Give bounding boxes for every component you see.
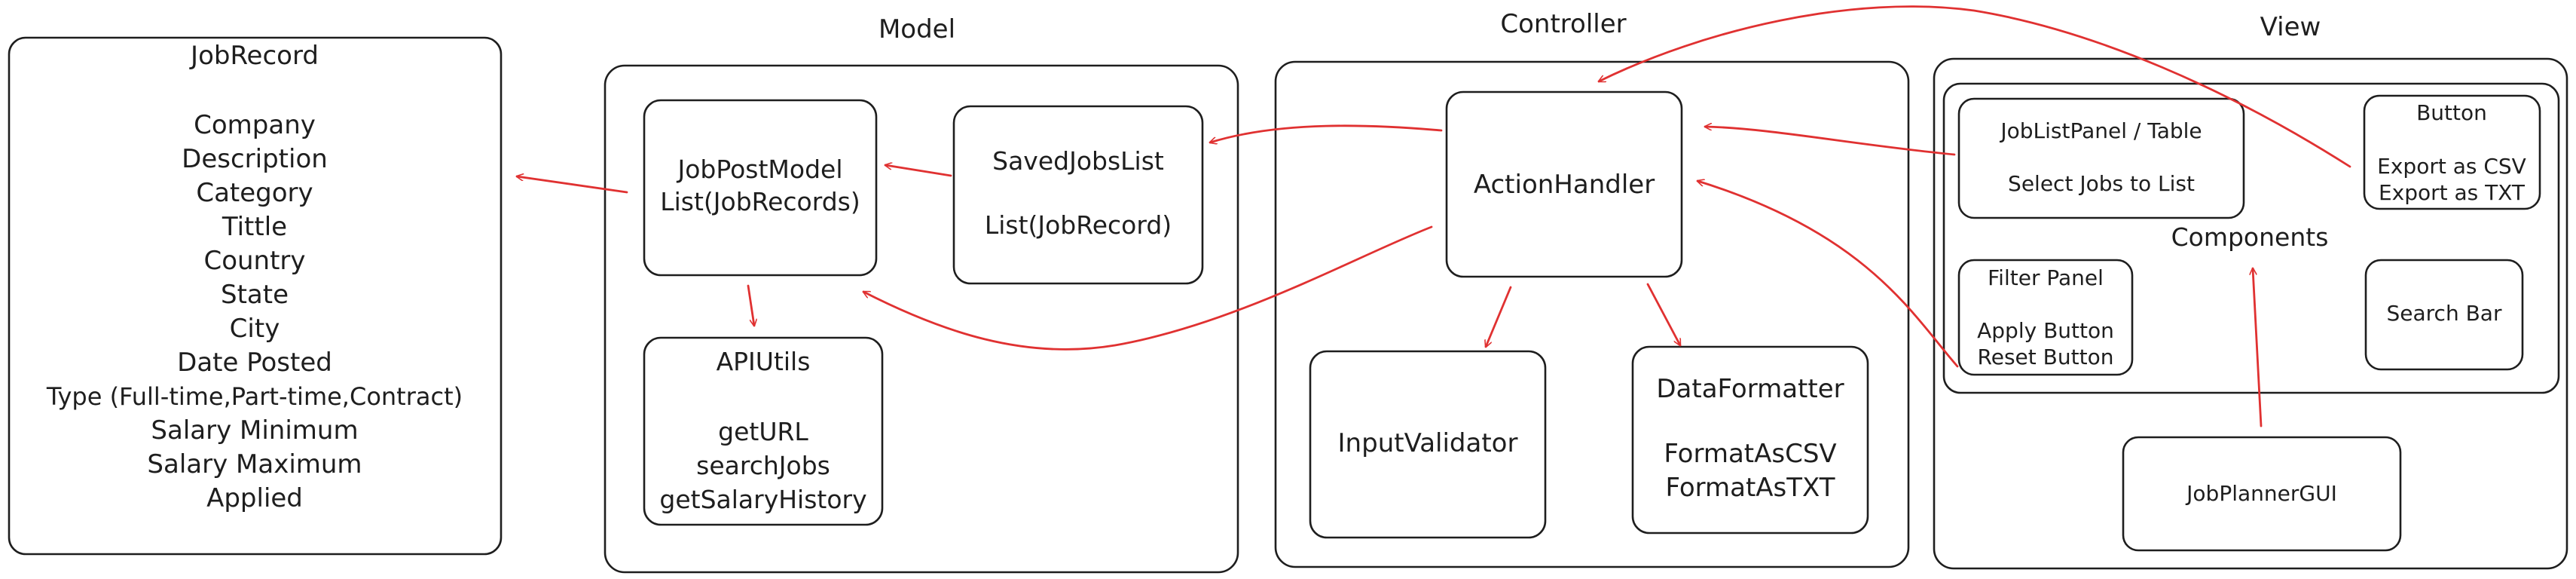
job-planner-gui-label: JobPlannerGUI	[2185, 481, 2337, 506]
data-formatter-title: DataFormatter	[1656, 374, 1844, 404]
reset-button-label: Reset Button	[1978, 345, 2114, 369]
job-record-field: Country	[203, 246, 305, 276]
job-record-field: State	[221, 280, 289, 310]
arrow-exportbutton-to-actionhandler	[1599, 5, 2351, 168]
job-post-model-subtitle: List(JobRecords)	[660, 187, 860, 216]
arrow-actionhandler-to-savedjobs	[1210, 124, 1443, 142]
job-record-field: Applied	[206, 483, 303, 513]
job-record-field: Salary Minimum	[151, 415, 358, 446]
arrow-filterpanel-to-actionhandler	[1697, 181, 1959, 368]
section-title-view: View	[2260, 12, 2321, 42]
saved-jobs-list-title: SavedJobsList	[992, 146, 1164, 176]
filter-panel-box: Filter Panel Apply Button Reset Button	[1957, 259, 2134, 376]
job-record-field: Tittle	[222, 212, 287, 242]
export-button-title: Button	[2416, 100, 2487, 125]
action-handler-title: ActionHandler	[1474, 170, 1655, 200]
search-bar-label: Search Bar	[2387, 301, 2502, 326]
arrow-savedjobs-to-jobpostmodel	[885, 165, 952, 177]
job-record-field: Type (Full-time,Part-time,Contract)	[46, 382, 463, 411]
job-list-panel-subtitle: Select Jobs to List	[2008, 171, 2195, 196]
export-txt-label: Export as TXT	[2379, 180, 2526, 205]
export-csv-label: Export as CSV	[2377, 154, 2526, 179]
job-post-model-title: JobPostModel	[677, 155, 843, 184]
export-button-box: Button Export as CSV Export as TXT	[2363, 94, 2541, 210]
job-record-field: Company	[194, 110, 316, 140]
api-utils-method: getURL	[718, 417, 808, 446]
saved-jobs-list-box: SavedJobsList List(JobRecord)	[952, 105, 1204, 285]
section-title-model: Model	[879, 14, 955, 44]
job-record-field: Date Posted	[177, 348, 332, 378]
job-record-field: City	[230, 314, 280, 344]
data-formatter-method: FormatAsCSV	[1664, 439, 1836, 469]
job-post-model-box: JobPostModel List(JobRecords)	[643, 99, 878, 277]
api-utils-box: APIUtils getURL searchJobs getSalaryHist…	[643, 336, 884, 526]
filter-panel-title: Filter Panel	[1988, 265, 2104, 290]
arrow-joblistpanel-to-actionhandler	[1704, 127, 1956, 156]
input-validator-box: InputValidator	[1309, 350, 1547, 539]
action-handler-box: ActionHandler	[1445, 90, 1683, 278]
arrow-actionhandler-to-inputvalidator	[1486, 286, 1512, 347]
api-utils-method: getSalaryHistory	[659, 485, 866, 514]
data-formatter-box: DataFormatter FormatAsCSV FormatAsTXT	[1631, 345, 1869, 535]
components-label: Components	[2171, 222, 2329, 252]
arrow-actionhandler-to-dataformatter	[1646, 283, 1682, 345]
saved-jobs-list-subtitle: List(JobRecord)	[985, 210, 1172, 240]
job-list-panel-box: JobListPanel / Table Select Jobs to List	[1957, 97, 2245, 219]
data-formatter-method: FormatAsTXT	[1665, 473, 1835, 503]
job-record-title: JobRecord	[189, 41, 319, 71]
apply-button-label: Apply Button	[1977, 318, 2114, 343]
job-record-field: Salary Maximum	[147, 449, 362, 479]
input-validator-title: InputValidator	[1338, 428, 1518, 458]
job-record-field: Category	[196, 178, 313, 208]
job-record-field: Description	[182, 144, 328, 174]
api-utils-title: APIUtils	[717, 347, 811, 376]
arrow-jobpostmodel-to-jobrecord	[517, 176, 628, 194]
arrow-jobpostmodel-to-apiutils	[747, 284, 754, 326]
arrow-gui-to-components	[2253, 267, 2263, 427]
arrow-actionhandler-to-apiutils	[863, 225, 1433, 351]
job-planner-gui-box: JobPlannerGUI	[2122, 436, 2402, 552]
job-record-box: JobRecord Company Description Category T…	[8, 36, 503, 556]
api-utils-method: searchJobs	[696, 451, 830, 480]
job-list-panel-title: JobListPanel / Table	[1999, 118, 2202, 143]
search-bar-box: Search Bar	[2364, 259, 2524, 371]
section-title-controller: Controller	[1500, 9, 1626, 39]
